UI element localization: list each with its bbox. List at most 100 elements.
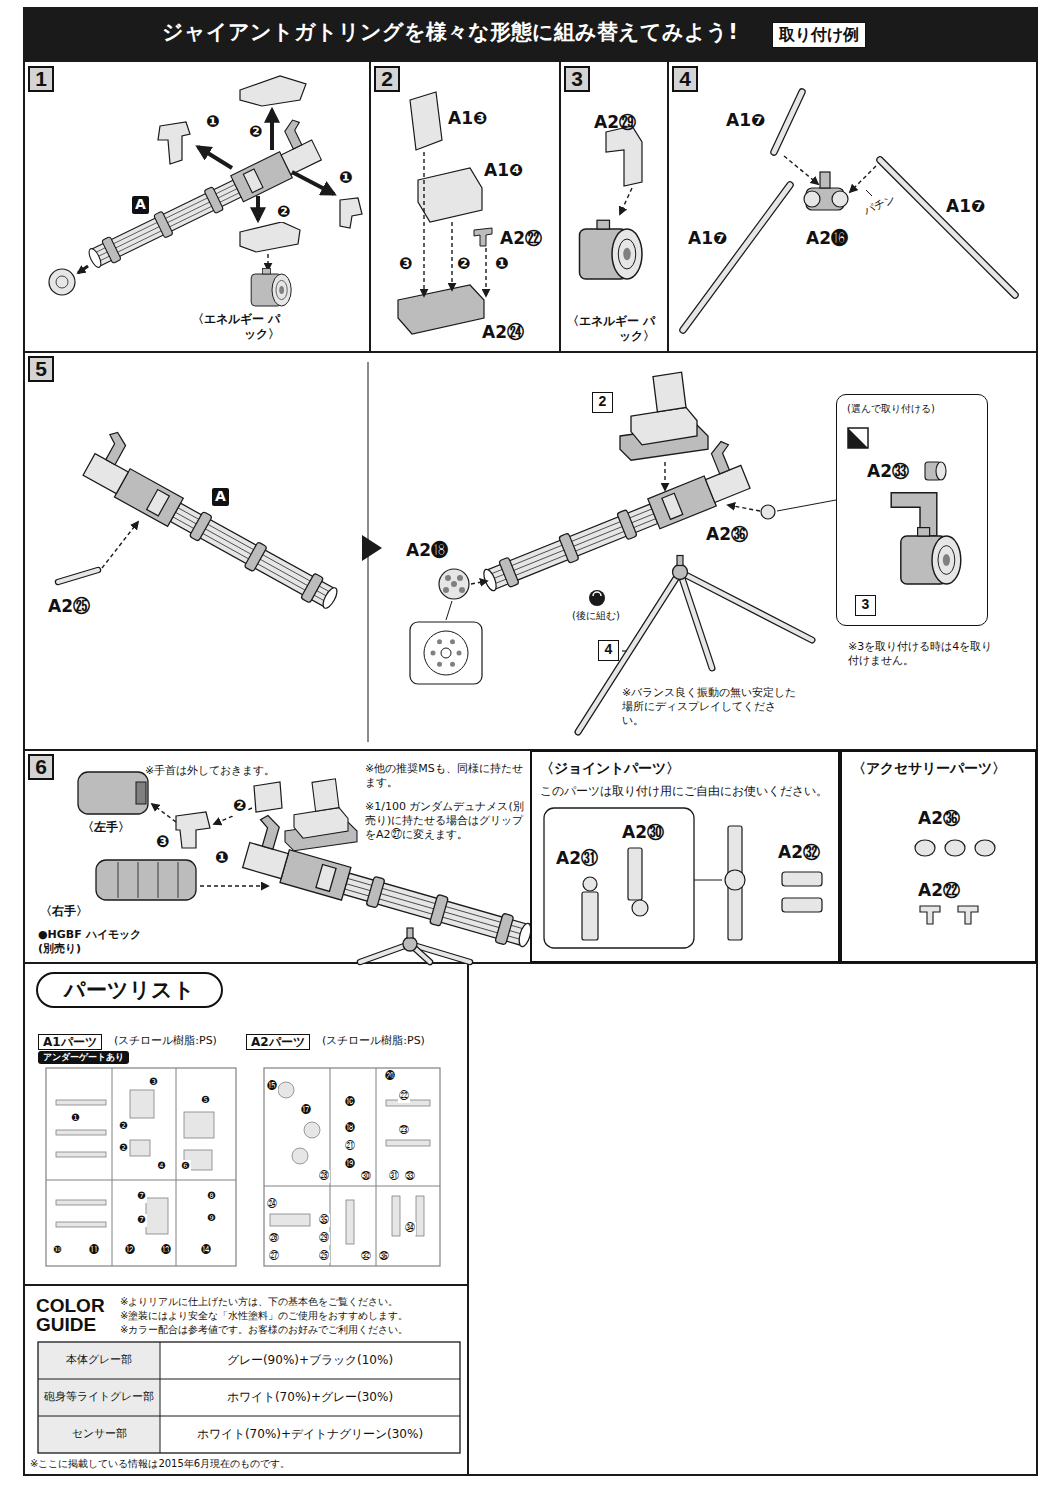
part-number: A2㉒ (918, 880, 960, 901)
illustration-part (147, 489, 170, 515)
node-text: 2 (378, 68, 396, 90)
sprue-number: ⓰ (344, 1096, 356, 1109)
tripod-leg (680, 572, 812, 640)
illustration-part (486, 504, 658, 590)
node-text: A2パーツ (251, 1035, 305, 1049)
illustration-part (282, 118, 309, 149)
sprue-number: ❿ (52, 1244, 63, 1257)
right-hand (178, 862, 179, 898)
sprue-number: ㉞ (404, 1222, 416, 1235)
sprue-number: ㉛ (388, 1170, 400, 1183)
leader-line (777, 500, 836, 511)
note-text: ※他の推奨MSも、同様に持たせます。 (365, 762, 525, 790)
sprue-part (386, 1140, 430, 1146)
illustration-part (495, 913, 514, 945)
step-marker: ❷ (248, 122, 264, 142)
illustration-part (280, 850, 351, 900)
choose-icon (848, 428, 868, 448)
illustration-part (316, 864, 336, 891)
part-caption: 〈エネルギー パック〉 (190, 312, 280, 342)
left-hand (78, 772, 148, 814)
tripod-leg (880, 160, 1015, 295)
step-number: 2 (374, 66, 400, 92)
illustration-part (178, 508, 329, 592)
step-marker: ❷ (456, 254, 472, 274)
part-number: A2㉚ (622, 822, 664, 843)
step-number: 6 (28, 754, 54, 780)
node-text: 3 (858, 596, 873, 613)
note-text: ※カラー配合は参考値です。お客様のお好みでご利用ください。 (120, 1324, 408, 1337)
grip-part (158, 122, 190, 164)
illustration-part (244, 542, 267, 572)
gatling-gun (81, 428, 354, 615)
sprue-number: ⓯ (266, 1080, 278, 1093)
sprue-number: ⓬ (124, 1244, 136, 1257)
illustration-part (481, 568, 498, 593)
note-text: ※バランス良く振動の無い安定した場所にディスプレイしてください。 (622, 686, 797, 727)
panel-border (24, 351, 1037, 353)
illustration-part (618, 239, 636, 269)
step-marker: ❶ (205, 112, 221, 132)
step-reference: 2 (592, 392, 613, 413)
accessory-part (920, 906, 940, 924)
illustration-part (499, 557, 519, 587)
hand-caption: 〈右手〉 (40, 904, 88, 919)
later-icon (589, 590, 605, 606)
sprue-part (292, 1148, 308, 1164)
top-part (240, 76, 306, 106)
note-text: ※よりリアルに仕上げたい方は、下の基本色をご覧ください。 (120, 1296, 398, 1309)
tripod (578, 556, 812, 733)
page-title: ジャイアントガトリングを様々な形態に組み替えてみよう! (140, 19, 760, 45)
sprue-part (56, 1152, 106, 1157)
illustration-part (612, 229, 642, 279)
step-arrow (362, 535, 382, 561)
node-text: 5 (32, 358, 50, 380)
sprue-number: ㉚ (360, 1170, 372, 1183)
sprue-part (304, 1122, 320, 1138)
sprue-number: ㊱ (378, 1250, 390, 1263)
sprue-runner (264, 1186, 440, 1187)
muzzle-cap (56, 276, 68, 288)
hand-part (254, 782, 282, 812)
assembly-arrow (423, 152, 424, 296)
sprue-number: ⓫ (88, 1244, 100, 1257)
sprue-number: ㉒ (398, 1090, 410, 1103)
part-number: A2⓰ (806, 228, 848, 249)
assembly-arrow (102, 522, 138, 568)
illustration-part (403, 937, 417, 951)
removal-arrow (270, 110, 274, 150)
illustration-part (262, 268, 270, 274)
option-callout: 3(選んで取り付ける)A2㉝ (836, 394, 988, 626)
part-number: A1❹ (484, 160, 523, 181)
illustration-part (597, 220, 610, 229)
illustration-part (918, 528, 930, 536)
leader-line (446, 601, 452, 620)
step-number: 5 (28, 356, 54, 382)
illustration-part (254, 814, 282, 849)
leader-line (694, 880, 722, 881)
node-text: 3 (568, 68, 586, 90)
removal-arrow (256, 196, 260, 220)
base-part (398, 285, 484, 334)
part-number: A2㉛ (556, 848, 598, 869)
removal-arrow (292, 172, 334, 194)
panel-border (467, 963, 469, 1475)
snap-mark (866, 190, 872, 196)
part-number: A2㉒ (500, 228, 542, 249)
sprue-number: ⓭ (160, 1244, 172, 1257)
step-marker: ❸ (155, 832, 171, 852)
sprue-runner (376, 1068, 377, 1266)
illustration-part (623, 248, 631, 261)
gun-mount (620, 372, 708, 460)
tripod-leg (58, 570, 98, 582)
sprue-part (130, 1090, 154, 1118)
illustration-part (631, 407, 697, 444)
illustration-part (366, 876, 385, 908)
illustration-part (343, 873, 528, 945)
sprue-part (56, 1100, 106, 1105)
sprue-number: ㉘ (318, 1170, 330, 1183)
table-cell: ホワイト(70%)+デイトナグリーン(30%) (160, 1427, 460, 1442)
joint-part (725, 870, 745, 890)
right-hand (118, 862, 119, 898)
